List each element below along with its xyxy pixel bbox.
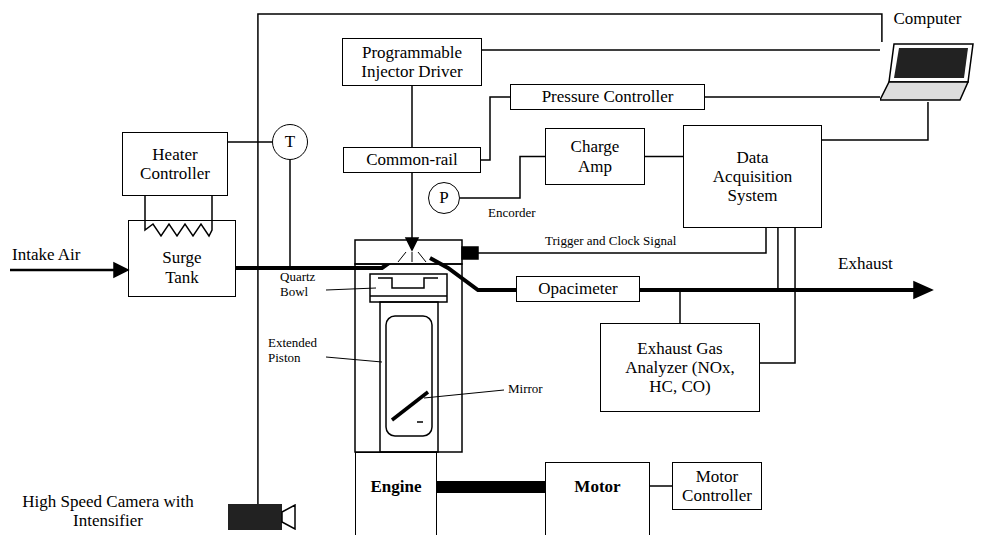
injector-line bbox=[411, 172, 413, 242]
connector bbox=[228, 141, 272, 143]
extended-piston bbox=[380, 302, 438, 452]
node-text: Heater Controller bbox=[135, 145, 215, 183]
node-text: P bbox=[439, 188, 448, 207]
node-text: Programmable Injector Driver bbox=[352, 43, 472, 81]
connector bbox=[705, 96, 880, 98]
connector bbox=[482, 49, 880, 51]
node-text: Surge Tank bbox=[152, 248, 212, 286]
part-label: Mirror bbox=[508, 382, 543, 397]
leader-line bbox=[424, 390, 504, 398]
node-text: High Speed Camera with Intensifier bbox=[18, 492, 198, 530]
process-box: Data Acquisition System bbox=[683, 125, 822, 228]
cylinder bbox=[355, 264, 462, 452]
heater-coil bbox=[145, 196, 212, 236]
mirror-mark bbox=[417, 421, 423, 423]
arrow-head bbox=[114, 263, 128, 277]
process-box: Pressure Controller bbox=[510, 84, 705, 110]
node-text: Engine bbox=[370, 477, 421, 496]
intake-arrow bbox=[10, 269, 118, 272]
camera-icon: High Speed Camera with Intensifier bbox=[228, 504, 296, 530]
injector bbox=[406, 238, 418, 250]
motor-box: Motor bbox=[545, 462, 650, 535]
process-box: Opacimeter bbox=[516, 276, 640, 302]
node-text: Pressure Controller bbox=[542, 87, 674, 106]
leader-line bbox=[326, 357, 382, 362]
node-text: Motor Controller bbox=[677, 467, 757, 505]
flow-label: Intake Air bbox=[12, 245, 80, 265]
connector bbox=[650, 485, 672, 487]
connector bbox=[258, 14, 882, 504]
connector bbox=[760, 228, 795, 363]
arrow-head bbox=[914, 282, 932, 298]
node-text: Common-rail bbox=[366, 150, 458, 169]
spray bbox=[398, 252, 426, 262]
sensor-circle: T bbox=[272, 124, 308, 160]
connector bbox=[411, 86, 413, 147]
piston-crown bbox=[370, 274, 447, 302]
tank-box: Surge Tank bbox=[128, 220, 236, 297]
node-text: Data Acquisition System bbox=[703, 148, 803, 205]
trigger-line bbox=[478, 228, 766, 253]
computer-icon: Computer bbox=[880, 42, 975, 102]
node-text: Exhaust Gas Analyzer (NOx, HC, CO) bbox=[618, 339, 743, 396]
node-text: T bbox=[285, 132, 295, 151]
part-label: Encorder bbox=[488, 206, 536, 221]
process-box: Common-rail bbox=[343, 147, 481, 173]
sensor-circle: P bbox=[428, 182, 460, 214]
connector bbox=[481, 97, 510, 160]
engine-box: Engine bbox=[355, 452, 437, 535]
encoder bbox=[462, 247, 478, 259]
process-box: Programmable Injector Driver bbox=[342, 38, 482, 86]
node-text: Charge Amp bbox=[565, 137, 625, 175]
flow-label: Exhaust bbox=[838, 254, 893, 274]
process-box: Motor Controller bbox=[672, 462, 762, 510]
leader-line bbox=[326, 288, 376, 290]
connector bbox=[437, 481, 545, 493]
connector bbox=[822, 102, 928, 140]
process-box: Heater Controller bbox=[122, 132, 228, 196]
connector bbox=[645, 156, 683, 158]
thermocouple-wire bbox=[289, 160, 291, 268]
exhaust-pipe bbox=[430, 258, 516, 290]
part-label: Extended Piston bbox=[268, 336, 326, 366]
camera-drawing bbox=[228, 504, 296, 530]
node-text: Opacimeter bbox=[538, 279, 617, 298]
part-label: Quartz Bowl bbox=[280, 270, 328, 300]
piston-window bbox=[386, 316, 432, 436]
mirror bbox=[392, 392, 428, 420]
signal-label: Trigger and Clock Signal bbox=[545, 234, 676, 249]
quartz-bowl bbox=[378, 278, 438, 288]
laptop-drawing bbox=[880, 42, 975, 102]
node-text: Computer bbox=[870, 9, 985, 28]
process-box: Exhaust Gas Analyzer (NOx, HC, CO) bbox=[600, 323, 760, 412]
sample-line bbox=[679, 290, 681, 323]
node-text: Motor bbox=[574, 477, 620, 496]
process-box: Charge Amp bbox=[545, 128, 645, 185]
piston-ring bbox=[370, 295, 447, 297]
